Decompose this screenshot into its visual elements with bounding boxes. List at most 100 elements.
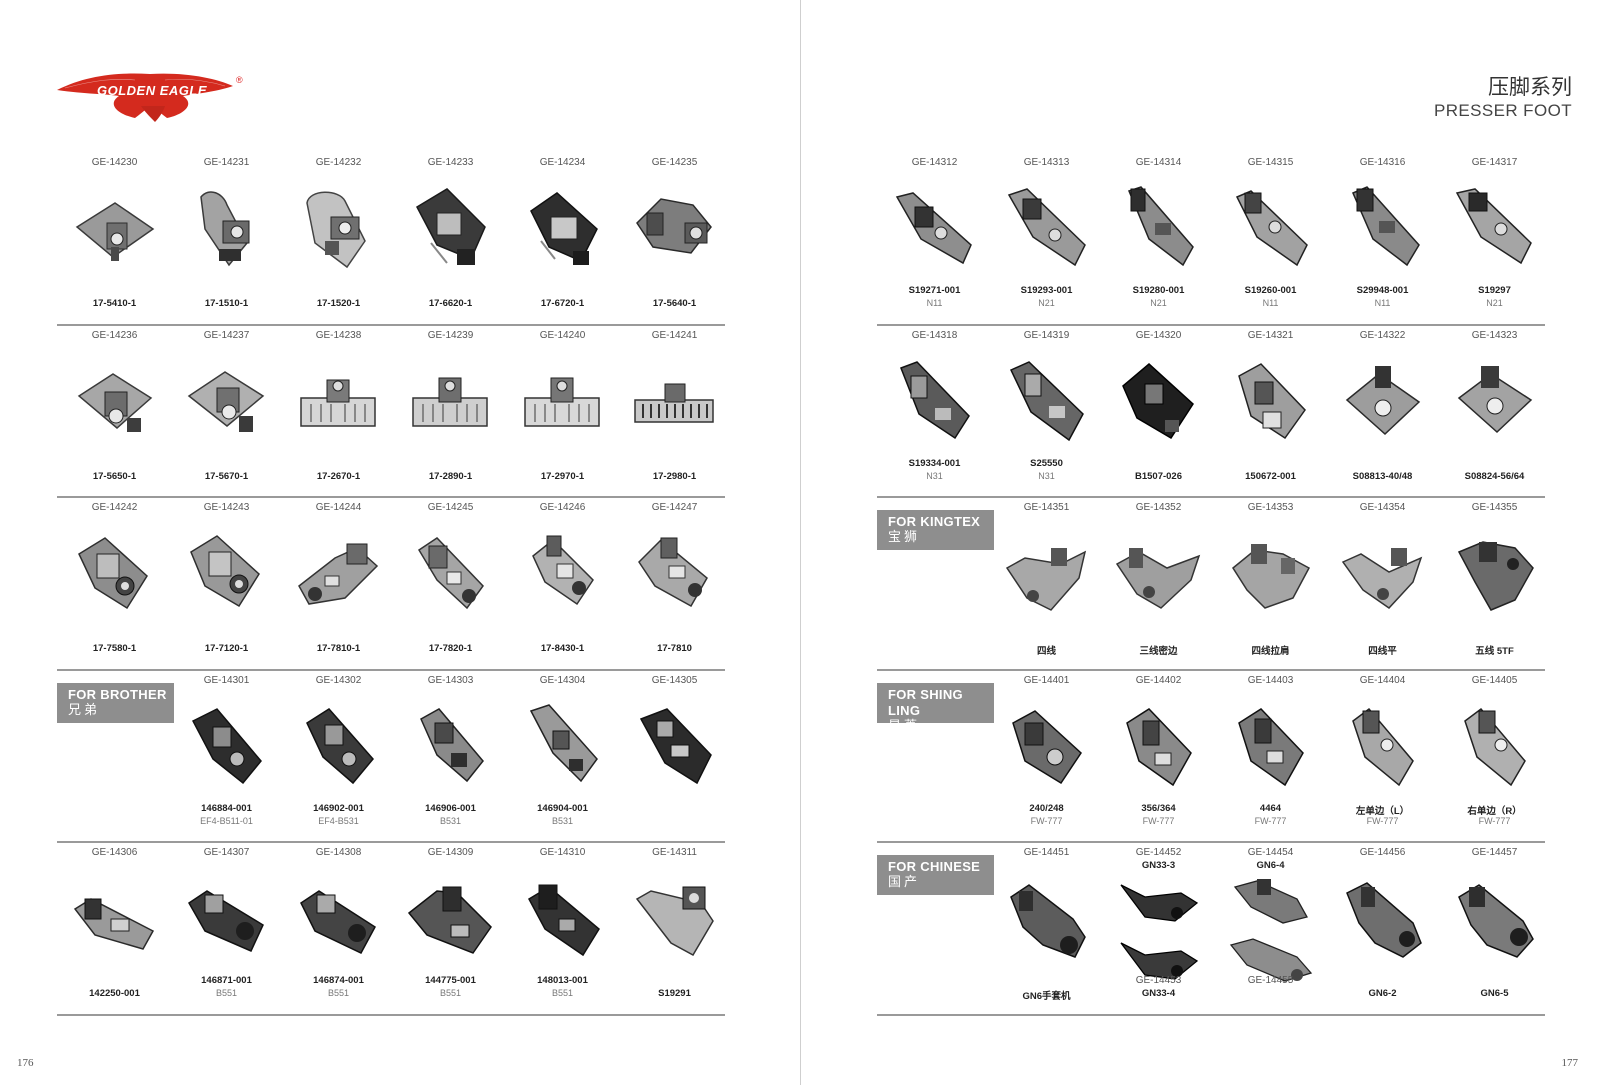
badge-title: FOR BROTHER xyxy=(68,686,167,702)
product-code: GE-14247 xyxy=(651,502,698,513)
part-number: 17-1520-1 xyxy=(316,298,361,309)
model-number: EF4-B511-01 xyxy=(200,815,253,826)
part-number: S25550 xyxy=(1030,457,1063,469)
product-code: GE-14313 xyxy=(1023,157,1070,168)
product-code: GE-14303 xyxy=(427,674,474,686)
product-item[interactable]: GE-14247 17-7810 xyxy=(617,498,732,668)
part-number: S19334-001 xyxy=(908,457,961,469)
model-number: N11 xyxy=(1262,298,1279,308)
presser-foot-image xyxy=(631,183,717,275)
product-code: GE-14322 xyxy=(1359,329,1406,341)
product-code: GE-14323 xyxy=(1471,329,1518,341)
product-code: GE-14404 xyxy=(1359,674,1406,686)
product-item[interactable]: GE-14305 xyxy=(617,671,732,841)
presser-foot-image xyxy=(183,873,269,965)
presser-foot-image xyxy=(1451,356,1537,448)
model-number: B551 xyxy=(439,988,462,998)
product-code: GE-14405 xyxy=(1471,674,1518,686)
part-number: 17-7810 xyxy=(657,643,692,654)
product-code: GE-14239 xyxy=(427,329,474,341)
presser-foot-image xyxy=(631,873,717,965)
model-number: N11 xyxy=(1374,298,1391,308)
product-code: GE-14319 xyxy=(1023,329,1070,341)
part-number: 四线 xyxy=(1036,646,1056,657)
presser-foot-image xyxy=(1003,356,1089,448)
model-number: N21 xyxy=(1038,298,1055,308)
product-code: GE-14240 xyxy=(539,329,586,341)
part-number: 17-5410-1 xyxy=(92,298,137,309)
product-code-secondary: GE-14453 xyxy=(1135,975,1182,986)
product-code: GE-14233 xyxy=(427,157,474,168)
part-number: 四线拉肩 xyxy=(1251,646,1290,657)
presser-foot-image xyxy=(1339,183,1425,275)
presser-foot-image xyxy=(1451,183,1537,275)
badge-title: FOR CHINESE xyxy=(888,859,981,874)
part-number: 142250-001 xyxy=(89,988,140,999)
product-code: GE-14321 xyxy=(1247,329,1294,341)
product-code: GE-14457 xyxy=(1471,847,1518,858)
presser-foot-image xyxy=(1227,528,1313,620)
presser-foot-image xyxy=(71,873,157,965)
presser-foot-image xyxy=(407,701,493,793)
part-number: S19293-001 xyxy=(1020,285,1073,296)
part-number: 17-1510-1 xyxy=(204,298,249,309)
